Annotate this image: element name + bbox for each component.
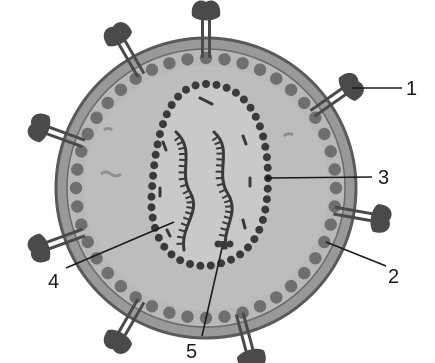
label-4: 4	[48, 271, 59, 293]
rna-tick	[177, 237, 184, 238]
capsid-bead	[176, 256, 184, 264]
rna-tick	[225, 211, 232, 212]
rna-tick	[186, 207, 193, 208]
capsid-bead	[174, 93, 182, 101]
rna-tick	[216, 178, 223, 179]
rna-tick	[219, 235, 226, 236]
matrix-bead	[254, 300, 266, 312]
capsid-bead	[264, 185, 272, 193]
matrix-bead	[181, 311, 193, 323]
matrix-bead	[218, 311, 230, 323]
capsid-bead	[250, 235, 258, 243]
capsid-bead	[264, 164, 272, 172]
capsid-bead	[261, 143, 269, 151]
capsid-bead	[252, 113, 260, 121]
label-5: 5	[186, 341, 197, 363]
capsid-bead	[261, 206, 269, 214]
capsid-bead	[182, 86, 190, 94]
capsid-bead	[244, 243, 252, 251]
matrix-bead	[270, 72, 282, 84]
rna-tick	[187, 202, 194, 203]
capsid-bead	[259, 133, 267, 141]
matrix-bead	[330, 182, 342, 194]
capsid-bead	[227, 256, 235, 264]
leader-dot-3	[266, 176, 271, 181]
capsid-bead	[186, 260, 194, 268]
matrix-bead	[90, 112, 102, 124]
matrix-bead	[298, 267, 310, 279]
capsid-bead	[160, 243, 168, 251]
capsid-bead	[148, 203, 156, 211]
label-3: 3	[378, 167, 389, 189]
matrix-bead	[102, 97, 114, 109]
matrix-bead	[318, 128, 330, 140]
matrix-bead	[298, 97, 310, 109]
capsid-bead	[152, 151, 160, 159]
capsid-bead	[192, 81, 200, 89]
capsid-bead	[263, 153, 271, 161]
capsid-bead	[150, 161, 158, 169]
matrix-bead	[236, 57, 248, 69]
rna-tick	[216, 159, 223, 160]
capsid-bead	[196, 262, 204, 270]
capsid-bead	[154, 140, 162, 148]
capsid-bead	[149, 172, 157, 180]
capsid-bead	[255, 226, 263, 234]
capsid-bead	[263, 195, 271, 203]
label-1: 1	[406, 78, 417, 100]
matrix-bead	[254, 63, 266, 75]
capsid-bead	[202, 80, 210, 88]
matrix-bead	[115, 84, 127, 96]
capsid-bead	[156, 130, 164, 138]
leader-line-3	[268, 177, 372, 178]
matrix-bead	[285, 84, 297, 96]
matrix-bead	[71, 163, 83, 175]
matrix-bead	[325, 145, 337, 157]
matrix-bead	[218, 53, 230, 65]
capsid-bead	[168, 101, 176, 109]
rna-tick	[178, 148, 185, 149]
capsid-bead	[155, 234, 163, 242]
capsid-bead	[148, 182, 156, 190]
matrix-bead	[146, 300, 158, 312]
capsid-bead	[247, 104, 255, 112]
matrix-bead	[115, 280, 127, 292]
matrix-bead	[329, 163, 341, 175]
matrix-bead	[270, 291, 282, 303]
capsid-bead	[207, 262, 215, 270]
matrix-bead	[181, 53, 193, 65]
matrix-bead	[285, 280, 297, 292]
matrix-bead	[325, 218, 337, 230]
capsid-bead	[256, 122, 264, 130]
matrix-bead	[163, 307, 175, 319]
matrix-bead	[163, 57, 175, 69]
capsid-bead	[149, 214, 157, 222]
capsid-bead	[240, 96, 248, 104]
matrix-bead	[70, 182, 82, 194]
capsid-bead	[236, 250, 244, 258]
capsid-bead	[223, 84, 231, 92]
matrix-bead	[146, 63, 158, 75]
rna-tick	[179, 179, 186, 180]
capsid-bead	[148, 193, 156, 201]
matrix-bead	[309, 252, 321, 264]
capsid-bead	[213, 81, 221, 89]
rna-tick	[216, 148, 223, 149]
capsid-bead	[163, 110, 171, 118]
matrix-bead	[318, 236, 330, 248]
label-2: 2	[388, 266, 399, 288]
matrix-bead	[71, 200, 83, 212]
capsid-bead	[168, 250, 176, 258]
capsid-bead	[159, 120, 167, 128]
rna-tick	[225, 206, 232, 207]
matrix-bead	[102, 267, 114, 279]
capsid-bead	[232, 89, 240, 97]
rna-tick	[216, 165, 223, 166]
capsid-bead	[259, 216, 267, 224]
